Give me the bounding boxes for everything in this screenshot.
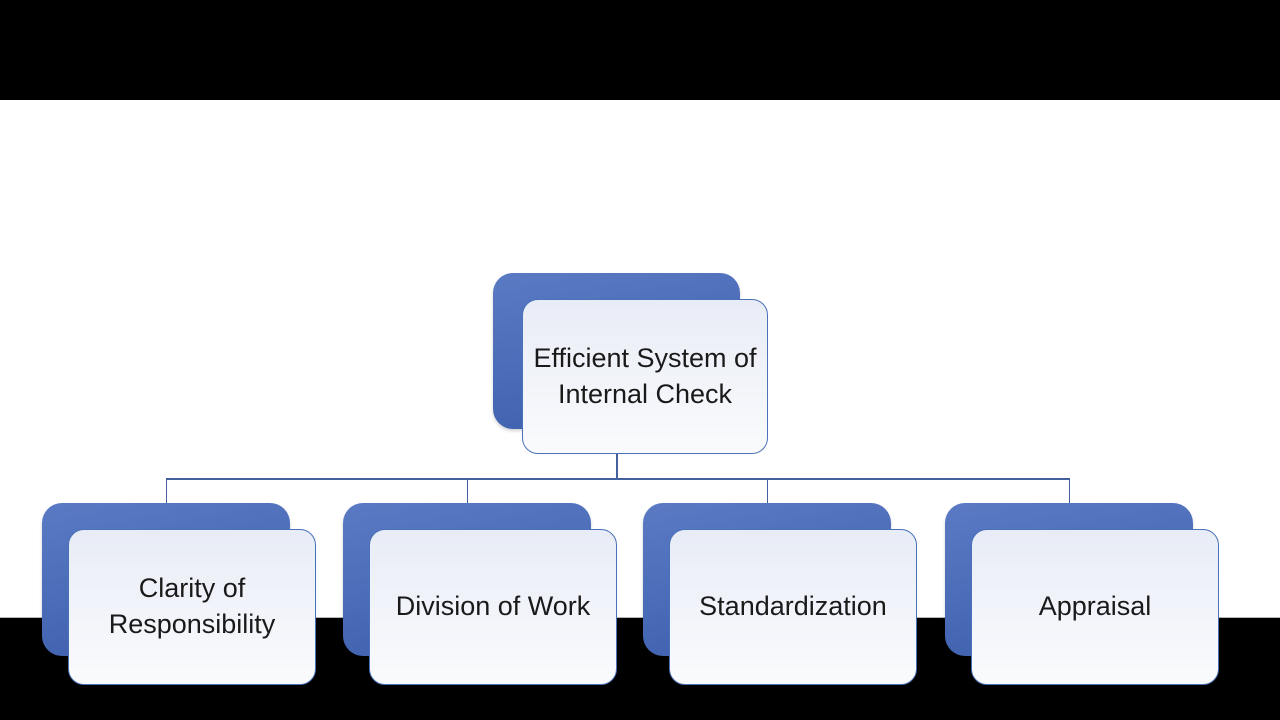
node-card: Appraisal	[971, 529, 1219, 685]
node-label: Efficient System of Internal Check	[533, 342, 757, 409]
letterbox-top	[0, 0, 1280, 100]
node-card: Standardization	[669, 529, 917, 685]
connector-root-stem	[616, 454, 618, 479]
connector-drop-appraisal	[1068, 479, 1070, 504]
slide-bottom-divider	[0, 617, 1280, 618]
node-card: Efficient System of Internal Check	[522, 299, 768, 454]
connector-bus	[165, 478, 1070, 480]
node-card: Division of Work	[369, 529, 617, 685]
node-card: Clarity of Responsibility	[68, 529, 316, 685]
node-label: Clarity of Responsibility	[108, 573, 276, 639]
connector-drop-division	[466, 479, 468, 504]
connector-drop-standardization	[766, 479, 768, 504]
node-label: Standardization	[699, 591, 887, 622]
connector-drop-clarity	[165, 479, 167, 504]
node-label: Division of Work	[395, 591, 591, 622]
node-label: Appraisal	[1038, 591, 1152, 622]
